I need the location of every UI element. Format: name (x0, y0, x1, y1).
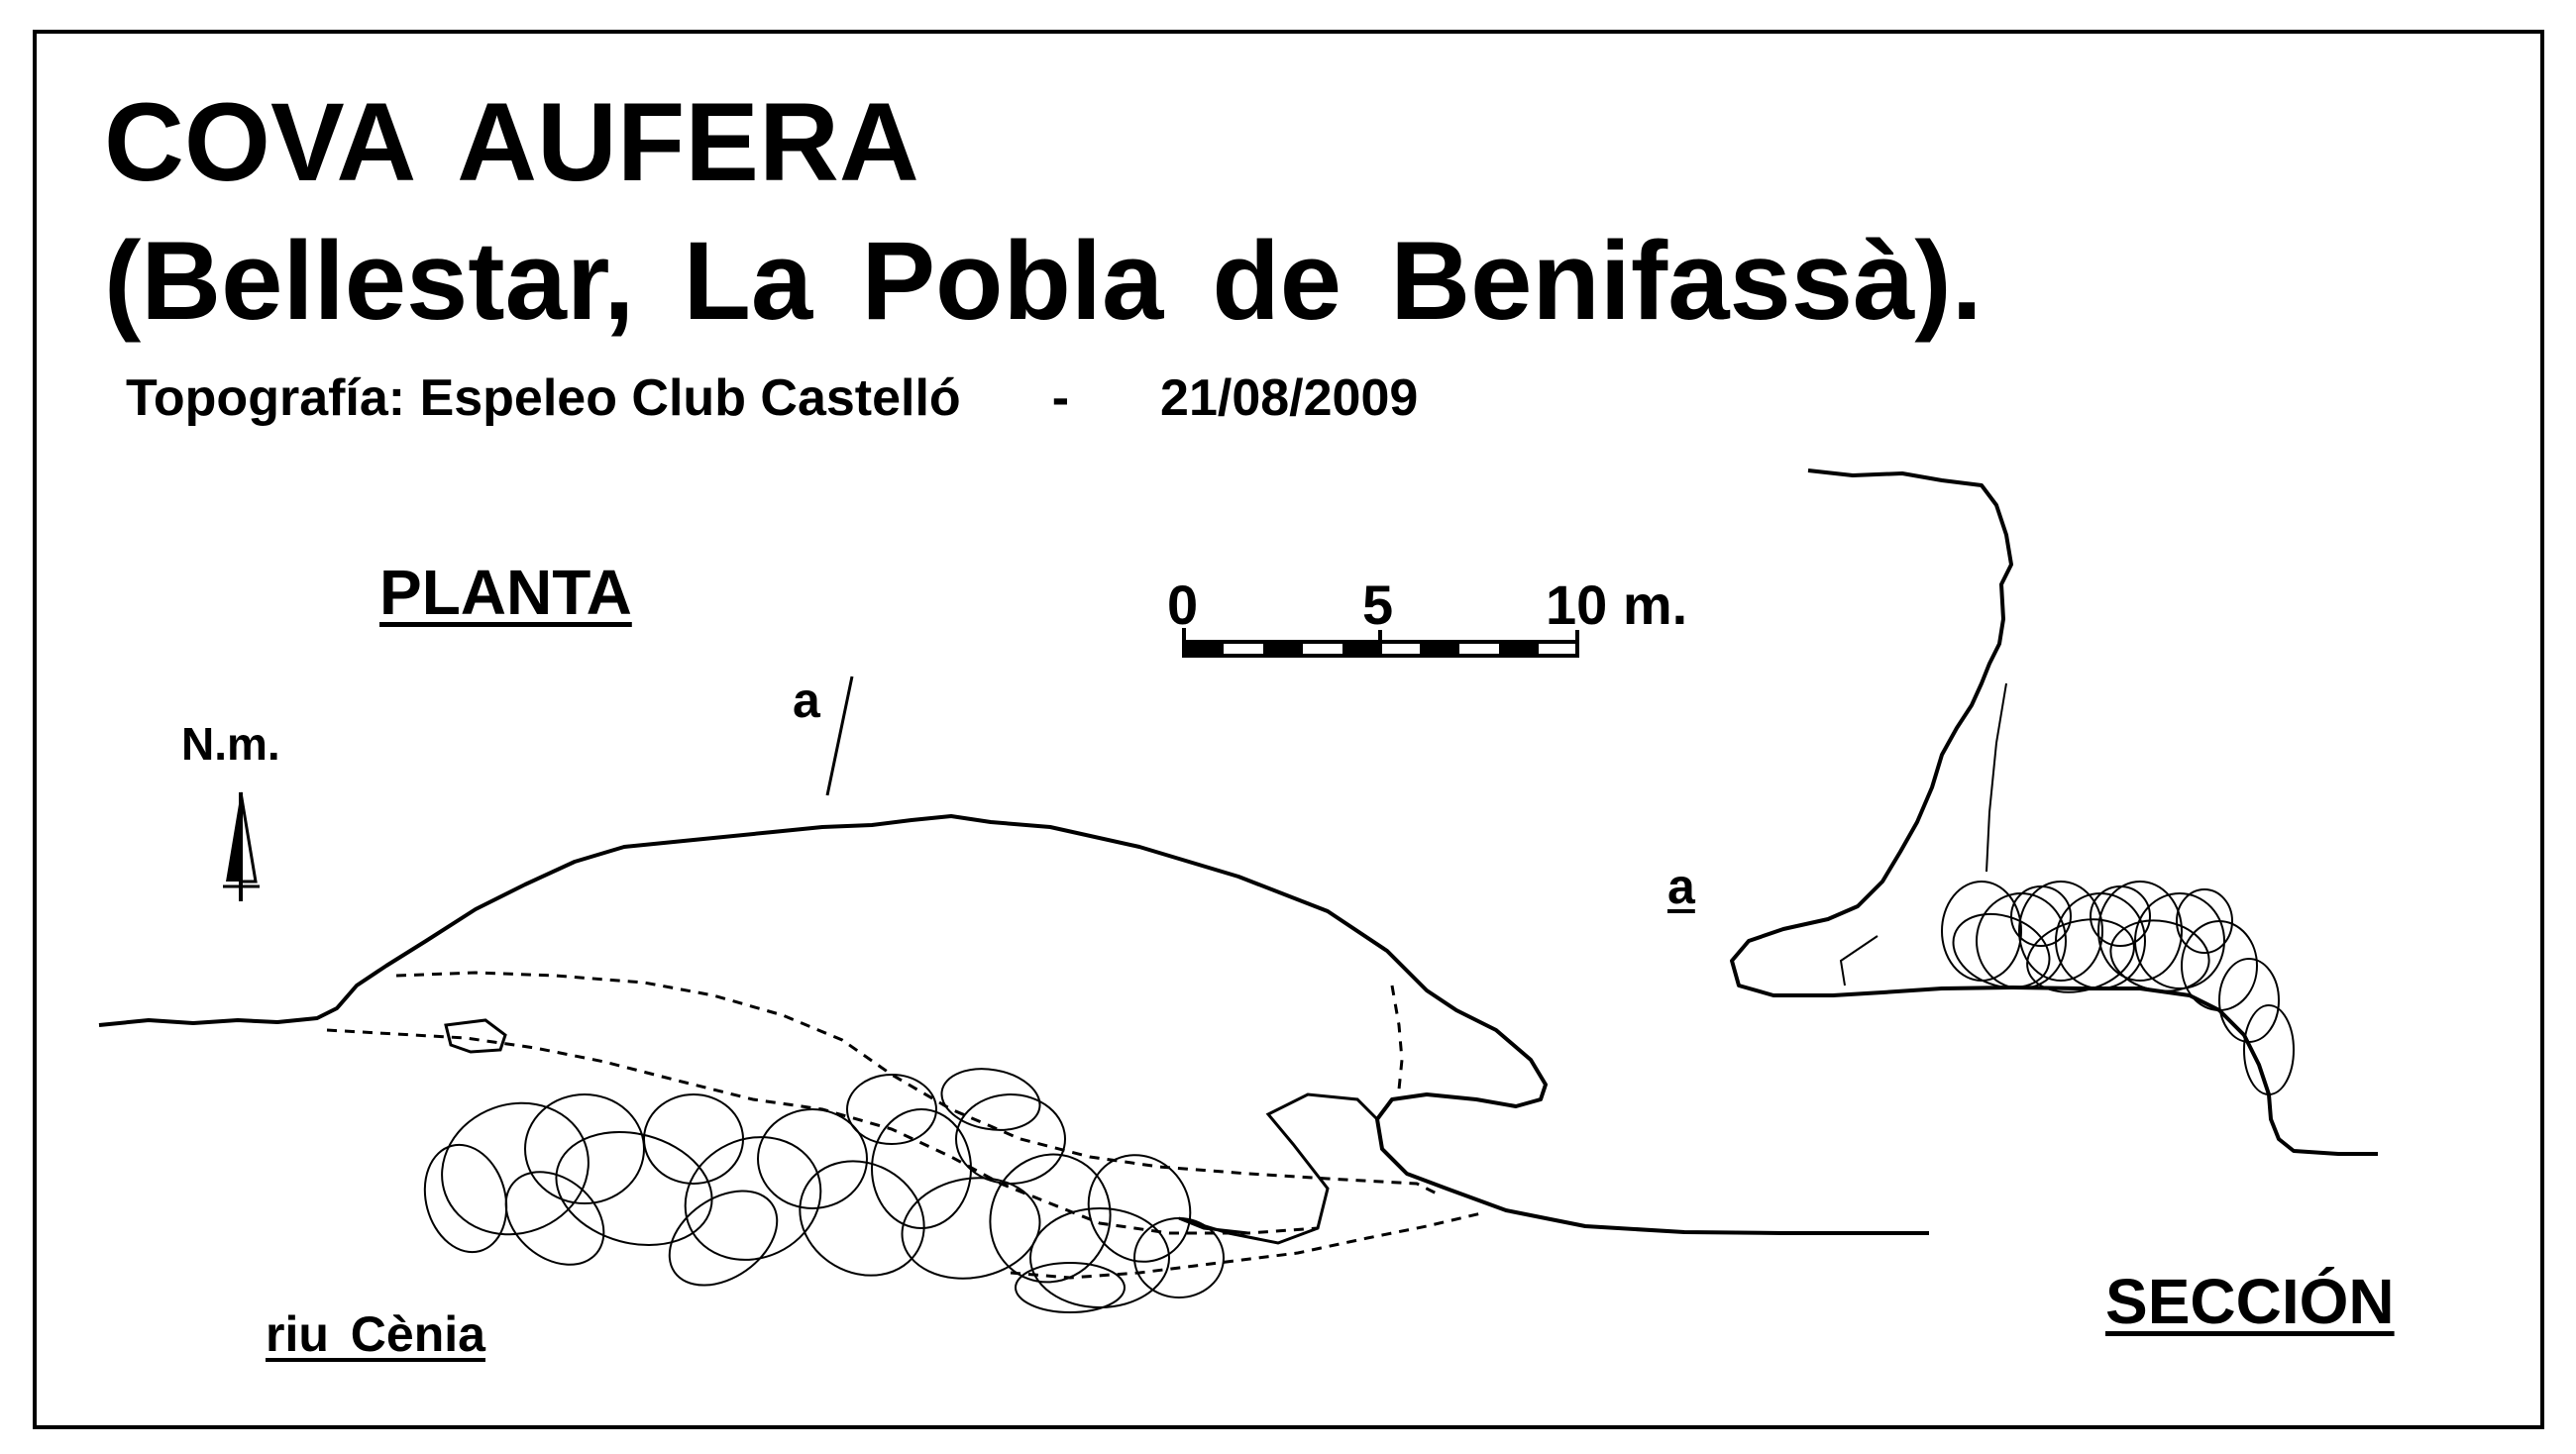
section-marker: a (1667, 859, 1695, 914)
north-label: N.m. (181, 718, 280, 770)
survey-credit: Topografía: Espeleo Club Castelló - 21/08/… (126, 372, 1418, 424)
credit-separator: - (1051, 369, 1070, 427)
section-cave-profile (1730, 468, 2378, 1156)
scale-label-0: 0 (1167, 573, 1199, 636)
map-frame (33, 30, 2544, 1429)
river-boulders (423, 1068, 1225, 1313)
credit-date: 21/08/2009 (1160, 369, 1419, 427)
cave-title: COVA AUFERA (104, 80, 919, 204)
location-subtitle: (Bellestar, La Pobla de Benifassà). (104, 219, 1983, 343)
scale-bar (1182, 628, 1579, 658)
section-inner-line (1839, 682, 2007, 987)
plan-boulder (444, 1018, 507, 1054)
plan-view-label: PLANTA (379, 557, 632, 628)
plan-section-marker: a (793, 673, 820, 728)
scale-label-10: 10 m. (1546, 573, 1688, 636)
plan-cave-outline (98, 814, 1929, 1235)
section-view-label: SECCIÓN (2105, 1266, 2395, 1337)
section-boulders (1941, 881, 2295, 1095)
plan-step-lines (326, 971, 1482, 1280)
scale-label-5: 5 (1362, 573, 1394, 636)
plan-section-line (825, 675, 854, 796)
north-arrow-icon (223, 791, 260, 901)
river-label: riu Cènia (266, 1306, 485, 1362)
credit-author: Topografía: Espeleo Club Castelló (126, 369, 961, 427)
